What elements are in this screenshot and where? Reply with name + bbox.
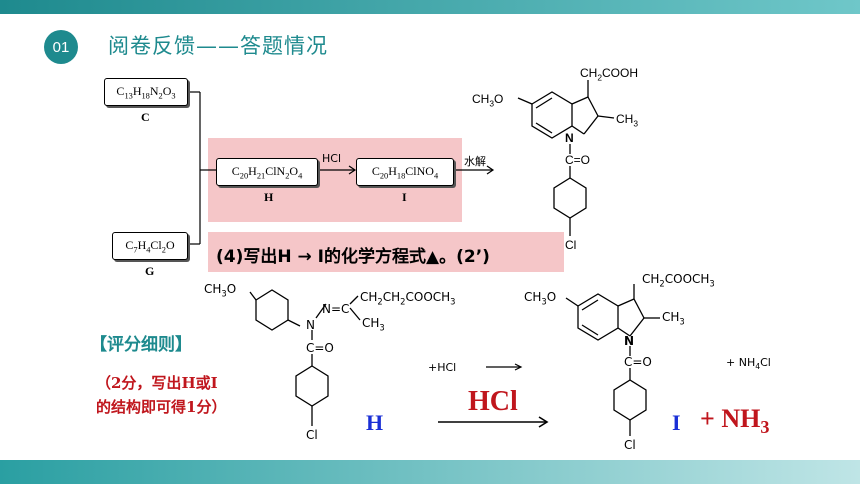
compound-i-box: C20H18ClNO4 (356, 158, 454, 186)
i-n: N (624, 334, 635, 348)
h-n-eq-c: N=C (322, 302, 350, 316)
question-body: (4)写出H → I的化学方程式 (216, 247, 427, 267)
question-text: (4)写出H → I的化学方程式▲。(2’) (216, 242, 490, 267)
product-ch3: CH3 (616, 112, 639, 129)
i-structure (565, 284, 660, 436)
top-accent-bar (0, 0, 860, 14)
i-ch3: CH3 (662, 310, 685, 327)
compound-h-box: C20H21ClN2O4 (216, 158, 318, 186)
h-chain: CH2CH2COOCH3 (360, 290, 456, 307)
reagent-hydrolysis-label: 水解 (464, 155, 486, 168)
product-n: N (565, 131, 574, 145)
h-ch3o: CH3O (204, 282, 237, 299)
product-ch3o: CH3O (472, 92, 504, 109)
product-cl: Cl (565, 238, 577, 252)
product-co: C=O (565, 153, 591, 167)
compound-c-formula: C13H18N2O3 (116, 83, 176, 101)
scoring-heading: 【评分细则】 (90, 335, 192, 355)
equation-byproduct: + NH3 (700, 404, 770, 438)
i-ch3o: CH3O (524, 290, 557, 307)
i-chain: CH2COOCH3 (642, 272, 715, 289)
small-plus-hcl: +HCl (428, 361, 457, 374)
h-ch3: CH3 (362, 316, 385, 333)
h-structure (249, 289, 361, 426)
compound-c-label: C (141, 110, 150, 124)
equation-left-label: H (366, 410, 384, 435)
product-ch2cooh: CH2COOH (580, 66, 639, 83)
compound-i-label: I (402, 190, 407, 204)
compound-h-label: H (264, 190, 274, 204)
equation-arrow-reagent: HCl (468, 386, 518, 417)
page-title: 阅卷反馈——答题情况 (108, 34, 328, 58)
compound-g-formula: C7H4Cl2O (125, 237, 175, 255)
compound-i-formula: C20H18ClNO4 (371, 163, 439, 181)
question-marker: ▲ (426, 247, 440, 267)
scoring-line-1: （2分，写出H或I (96, 374, 218, 392)
h-n: N (306, 318, 315, 332)
equation-right-label: I (672, 410, 681, 435)
i-cl: Cl (624, 438, 636, 452)
h-cl: Cl (306, 428, 318, 442)
scoring-line-2: 的结构即可得1分） (96, 398, 227, 416)
indole-product-structure (517, 80, 615, 236)
question-highlight (208, 232, 564, 272)
compound-g-label: G (145, 264, 155, 278)
compound-h-formula: C20H21ClN2O4 (231, 163, 303, 181)
h-co: C=O (306, 341, 334, 355)
reagent-hcl-label: HCl (322, 152, 342, 165)
i-co: C=O (624, 355, 652, 369)
section-number-badge: 01 (44, 30, 78, 64)
compound-c-box: C13H18N2O3 (104, 78, 188, 106)
bottom-accent-bar (0, 460, 860, 484)
small-plus-nh4cl: + NH4Cl (726, 356, 771, 372)
compound-g-box: C7H4Cl2O (112, 232, 188, 260)
question-tail: 。(2’) (439, 247, 490, 267)
